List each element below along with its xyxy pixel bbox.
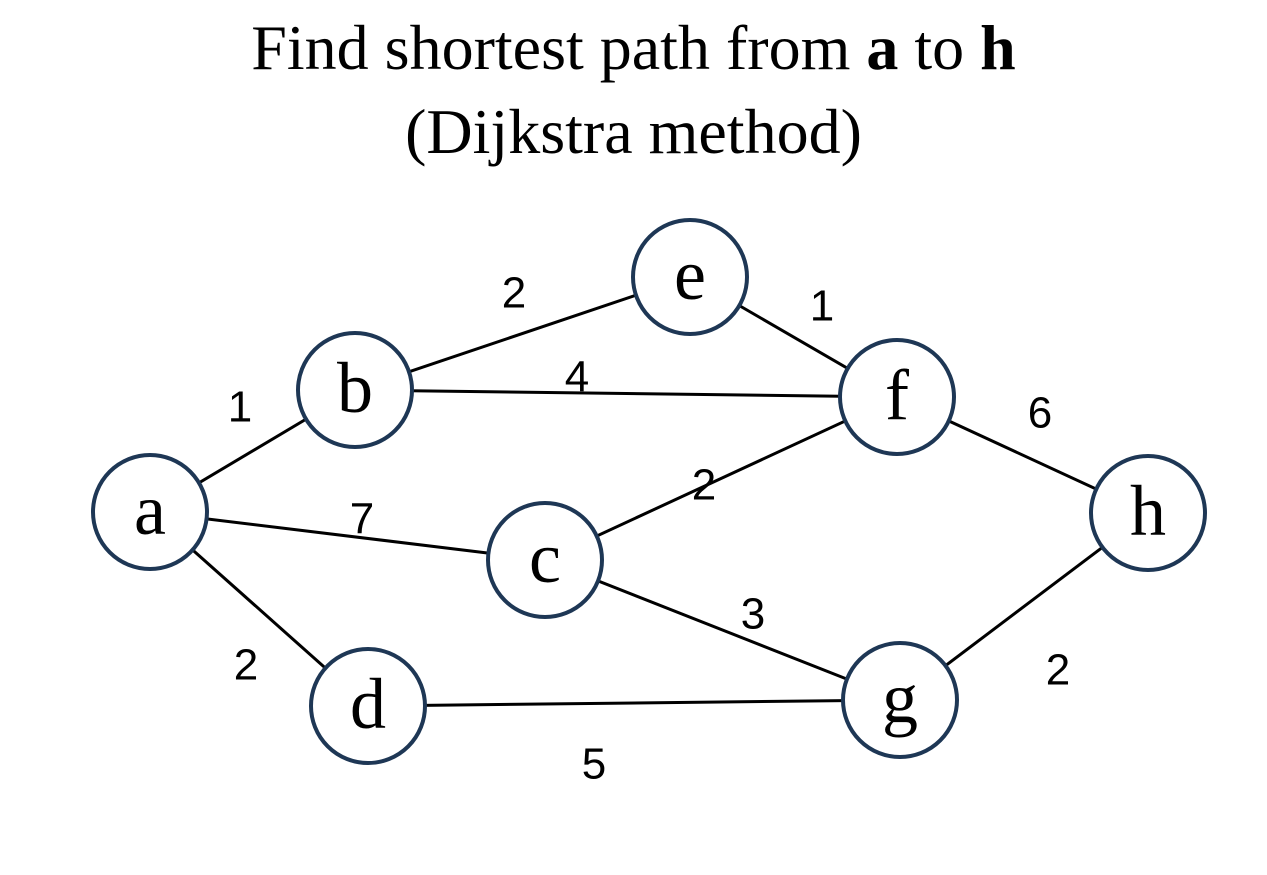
node-circle-h <box>1089 454 1207 572</box>
edge-weight-b-e: 2 <box>502 269 526 318</box>
node-circle-f <box>838 338 956 456</box>
node-label-c: c <box>529 518 561 598</box>
node-h: h <box>1089 454 1207 572</box>
node-circle-a <box>91 453 209 571</box>
node-b: b <box>296 331 414 449</box>
node-label-a: a <box>134 470 166 550</box>
edge-weight-b-f: 4 <box>565 353 589 402</box>
edge-weight-c-g: 3 <box>741 590 765 639</box>
node-label-h: h <box>1130 471 1166 551</box>
node-label-e: e <box>674 235 706 315</box>
edge-weight-c-f: 2 <box>692 461 716 510</box>
node-g: g <box>841 641 959 759</box>
edge-weight-f-h: 6 <box>1028 389 1052 438</box>
title-prefix: Find shortest path from <box>251 12 867 83</box>
node-circle-b <box>296 331 414 449</box>
node-d: d <box>309 647 427 765</box>
edge-weight-a-c: 7 <box>350 495 374 544</box>
edge-c-g <box>544 558 901 702</box>
title-middle: to <box>898 12 981 83</box>
edge-b-f <box>354 388 898 399</box>
title-target-node: h <box>980 12 1016 83</box>
edge-weight-d-g: 5 <box>582 740 606 789</box>
node-label-d: d <box>350 664 386 744</box>
node-circle-d <box>309 647 427 765</box>
nodes-group: a b c d e f g h <box>91 218 1207 765</box>
edges-group <box>149 275 1149 708</box>
title-source-node: a <box>866 12 899 83</box>
node-a: a <box>91 453 209 571</box>
node-e: e <box>631 218 749 336</box>
node-circle-g <box>841 641 959 759</box>
node-f: f <box>838 338 956 456</box>
title-line-2: (Dijkstra method) <box>405 96 862 167</box>
title-line-1: Find shortest path from a to h <box>0 8 1267 88</box>
edge-weight-e-f: 1 <box>810 282 834 331</box>
node-label-g: g <box>882 658 918 738</box>
node-c: c <box>486 501 604 619</box>
node-label-b: b <box>337 348 373 428</box>
node-circle-e <box>631 218 749 336</box>
node-label-f: f <box>885 355 909 435</box>
edge-a-c <box>149 510 546 562</box>
node-circle-c <box>486 501 604 619</box>
edge-weight-a-d: 2 <box>234 641 258 690</box>
edge-d-g <box>367 698 901 708</box>
edge-weight-g-h: 2 <box>1046 646 1070 695</box>
edge-c-f <box>544 395 898 562</box>
edge-weight-a-b: 1 <box>228 383 252 432</box>
